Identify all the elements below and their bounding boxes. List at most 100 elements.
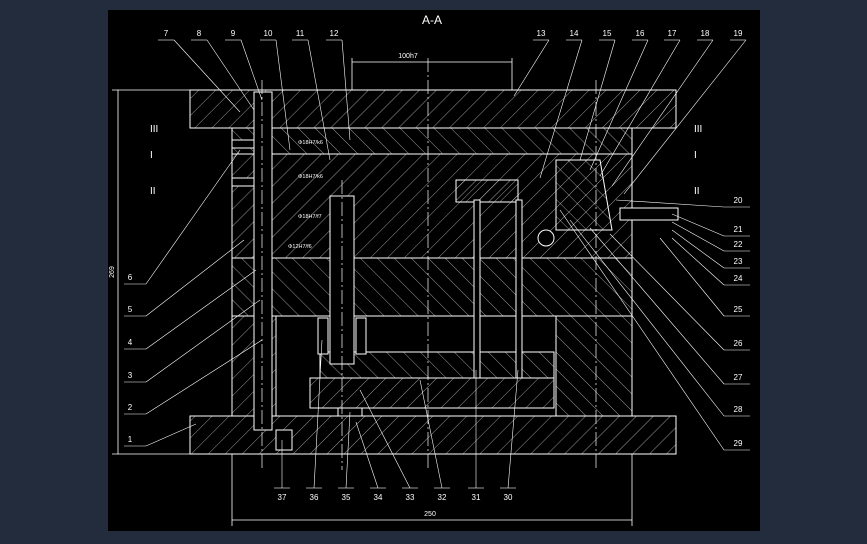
leader-line xyxy=(589,227,725,385)
part-callout: 20 xyxy=(734,196,743,205)
part-callout: 22 xyxy=(734,240,743,249)
ejector-pin-left xyxy=(473,199,481,379)
leader-line xyxy=(611,39,714,187)
leader-line xyxy=(345,411,351,489)
part-callout: 14 xyxy=(570,29,579,38)
part-callout: 19 xyxy=(734,29,743,38)
part-callout: 9 xyxy=(231,29,236,38)
ejector-retainer xyxy=(319,351,555,379)
leader-line xyxy=(145,269,257,350)
leader-line xyxy=(173,39,241,113)
spring-right xyxy=(355,317,367,355)
leader-line xyxy=(659,237,725,317)
spring-left xyxy=(317,317,329,355)
leader-line xyxy=(623,39,747,195)
part-callout: 28 xyxy=(734,405,743,414)
section-mark: III xyxy=(150,124,158,135)
fit-label: Φ12H7/f6 xyxy=(288,244,312,250)
leader-line xyxy=(240,39,263,101)
leader-line xyxy=(145,339,263,415)
leader-line xyxy=(145,299,261,383)
section-title: A-A xyxy=(422,13,442,27)
part-callout: 31 xyxy=(472,493,481,502)
stop-block xyxy=(275,429,293,451)
stripper-plate xyxy=(231,127,633,155)
section-mark: I xyxy=(694,150,697,161)
part-callout: 25 xyxy=(734,305,743,314)
leader-line xyxy=(307,39,331,161)
centerlines xyxy=(261,58,597,470)
cooling-hole xyxy=(537,229,555,247)
part-callout: 16 xyxy=(636,29,645,38)
leader-line xyxy=(539,39,583,179)
fit-labels: Φ18H7/k6 Φ18H7/k6 Φ18H7/f7 Φ12H7/f6 xyxy=(288,140,323,250)
fit-label: Φ18H7/k6 xyxy=(298,140,323,146)
leader-line xyxy=(569,219,725,417)
part-callout: 10 xyxy=(264,29,273,38)
leader-line xyxy=(507,369,519,489)
part-callout: 23 xyxy=(734,257,743,266)
fit-label: Φ18H7/k6 xyxy=(298,174,323,180)
part-callout: 15 xyxy=(603,29,612,38)
support-right xyxy=(555,315,633,417)
side-bolt xyxy=(619,207,679,221)
part-callout: 8 xyxy=(197,29,202,38)
part-callout: 29 xyxy=(734,439,743,448)
part-callout: 18 xyxy=(701,29,710,38)
leader-line xyxy=(341,39,351,141)
bottom-dimension: 250 xyxy=(424,511,436,518)
leader-line xyxy=(609,233,725,351)
ejector-plate xyxy=(309,377,555,409)
dimensions xyxy=(112,58,633,526)
part-callout: 37 xyxy=(278,493,287,502)
part-callout: 27 xyxy=(734,373,743,382)
top-dimension: 100h7 xyxy=(398,53,418,60)
leader-line xyxy=(671,229,725,269)
leader-line xyxy=(615,199,725,208)
part-callout: 30 xyxy=(504,493,513,502)
leader-line xyxy=(671,213,725,237)
section-mark: I xyxy=(150,150,153,161)
leader-line xyxy=(589,39,649,171)
part-callout: 13 xyxy=(537,29,546,38)
part-callout: 17 xyxy=(668,29,677,38)
part-callout: 11 xyxy=(296,29,305,38)
section-mark: II xyxy=(694,186,700,197)
section-mark: II xyxy=(150,186,156,197)
leader-line xyxy=(206,39,255,111)
leader-line xyxy=(145,149,241,285)
part-callout: 21 xyxy=(734,225,743,234)
part-callout: 35 xyxy=(342,493,351,502)
part-callout: 24 xyxy=(734,274,743,283)
leader-line xyxy=(599,39,681,177)
guide-bushing xyxy=(231,139,255,149)
leader-line xyxy=(579,39,616,161)
leader-line xyxy=(419,379,443,489)
leader-line xyxy=(671,237,725,286)
left-dimension: 269 xyxy=(109,266,116,278)
sprue-bushing xyxy=(253,91,273,431)
part-callout: 1 xyxy=(128,435,133,444)
leader-line xyxy=(145,239,245,317)
leader-line xyxy=(513,39,550,97)
part-callout: 36 xyxy=(310,493,319,502)
leader-line xyxy=(559,209,725,451)
part-callout: 3 xyxy=(128,371,133,380)
fit-label: Φ18H7/f7 xyxy=(298,214,322,220)
leader-line xyxy=(359,389,411,489)
leader-line xyxy=(355,421,379,489)
part-callout: 34 xyxy=(374,493,383,502)
ejector-pin-right xyxy=(515,199,523,379)
part-callout: 7 xyxy=(164,29,169,38)
part-callout: 6 xyxy=(128,273,133,282)
part-callout: 12 xyxy=(330,29,339,38)
leader-line xyxy=(313,339,323,489)
part-callout: 33 xyxy=(406,493,415,502)
part-callout: 4 xyxy=(128,338,133,347)
part-callout: 2 xyxy=(128,403,133,412)
b-plate xyxy=(231,257,633,317)
section-mark: III xyxy=(694,124,702,135)
cavity-insert xyxy=(455,179,519,203)
